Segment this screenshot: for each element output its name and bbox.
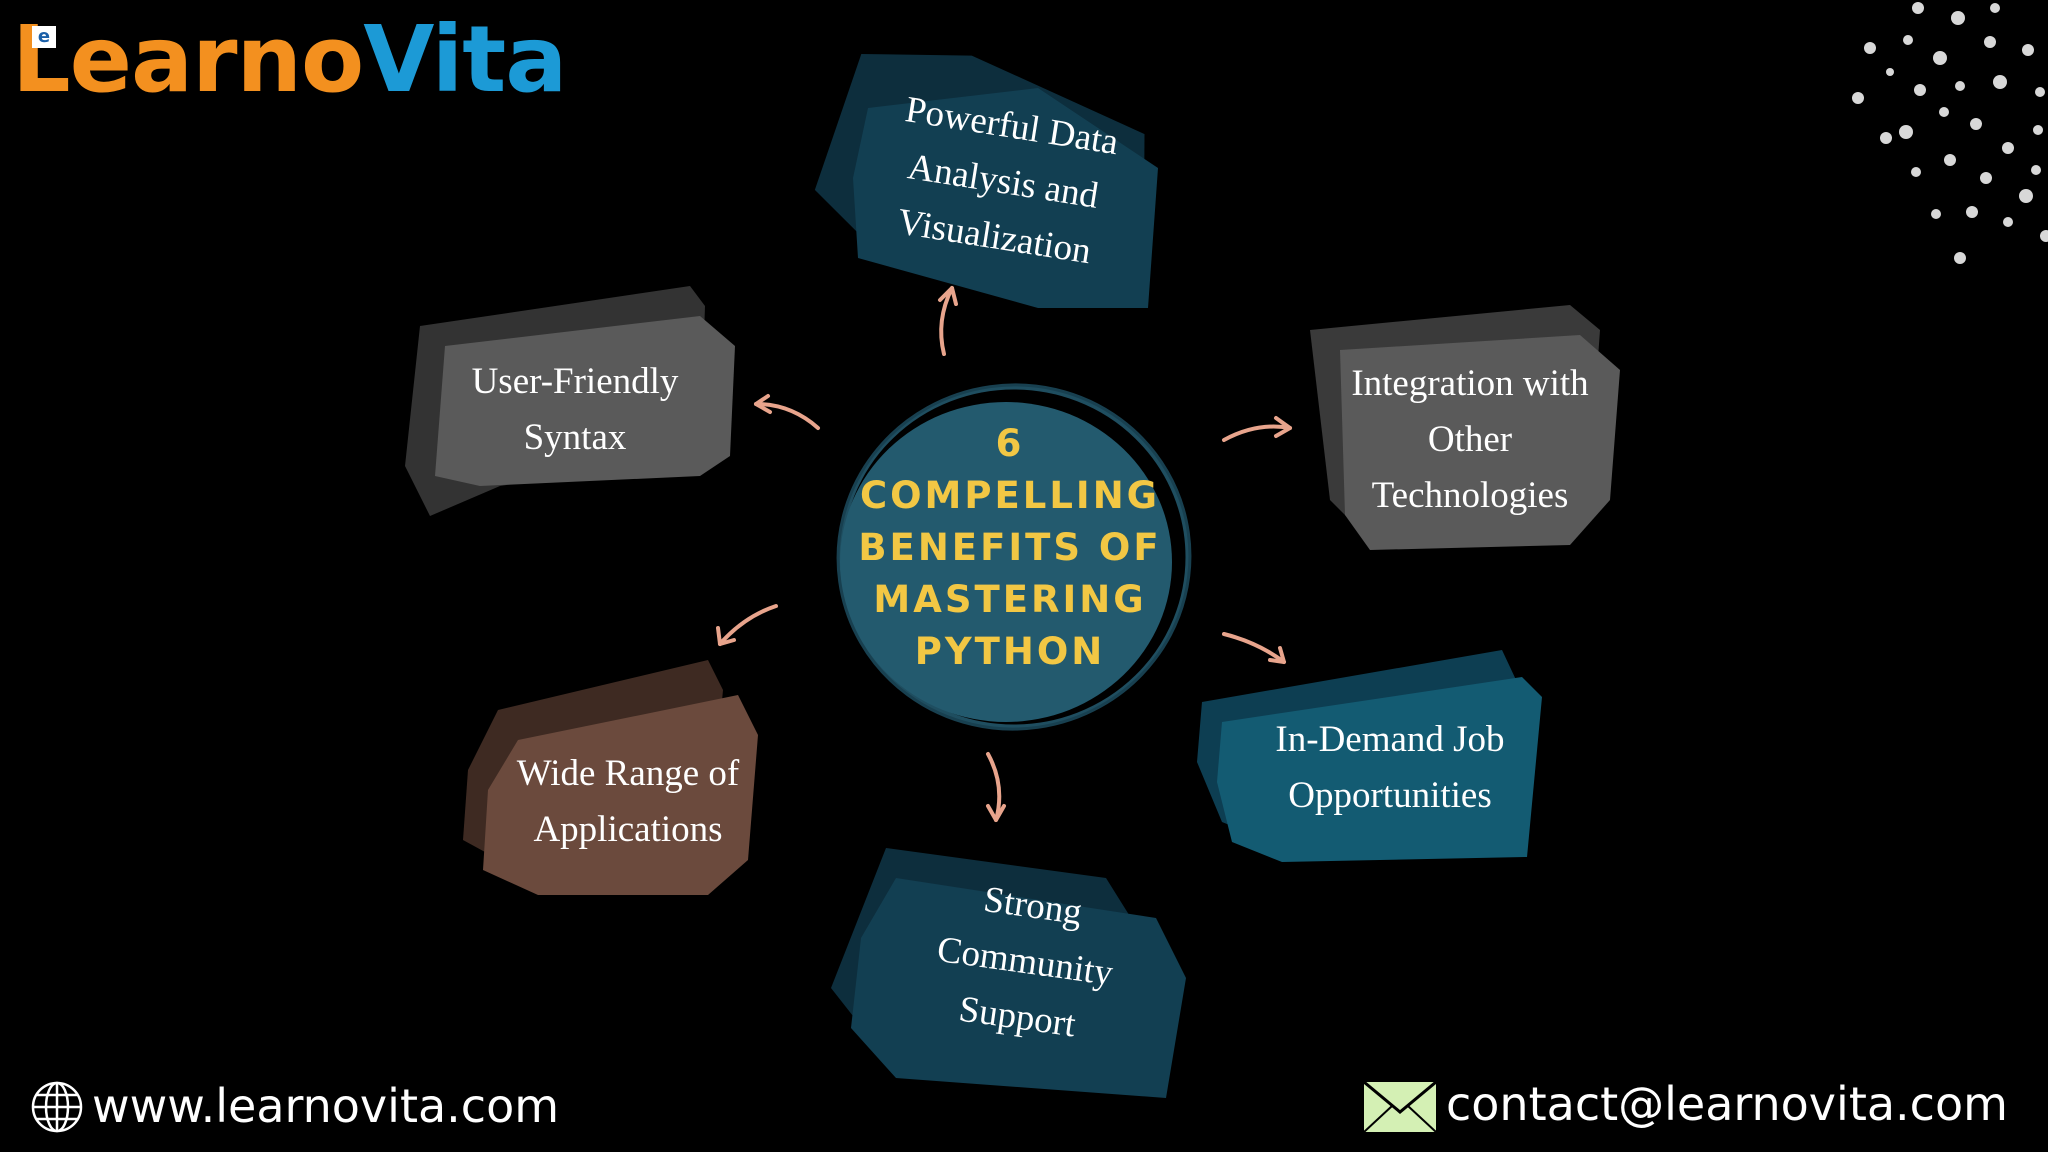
benefit-box-job-opportunities	[1197, 650, 1542, 862]
benefit-box-community-support	[831, 848, 1186, 1098]
benefit-label-user-friendly: User-Friendly Syntax	[471, 361, 679, 458]
center-circle	[836, 383, 1192, 731]
center-title: 6 COMPELLING BENEFITS OF MASTERING PYTHO…	[858, 422, 1162, 673]
contact-email[interactable]: contact@learnovita.com	[1446, 1077, 2008, 1131]
logo-mark: e	[32, 26, 56, 48]
learnovita-logo: e LearnoVita	[12, 10, 567, 110]
logo-text-vita: Vita	[363, 6, 567, 113]
benefit-label-job-opportunities: In-Demand Job Opportunities	[1275, 719, 1505, 816]
benefit-label-integration: Integration with Other Technologies	[1351, 363, 1589, 516]
logo-text-learno: Learno	[12, 6, 364, 113]
decorative-dots	[1852, 2, 2048, 264]
benefit-box-user-friendly	[405, 286, 735, 516]
envelope-icon	[1364, 1082, 1436, 1132]
website-link[interactable]: www.learnovita.com	[92, 1079, 560, 1133]
benefit-box-integration	[1310, 305, 1620, 550]
benefit-box-wide-range	[463, 660, 758, 895]
benefit-box-data-analysis	[814, 54, 1158, 308]
benefit-label-wide-range: Wide Range of Applications	[516, 753, 740, 850]
globe-icon	[31, 1081, 83, 1133]
